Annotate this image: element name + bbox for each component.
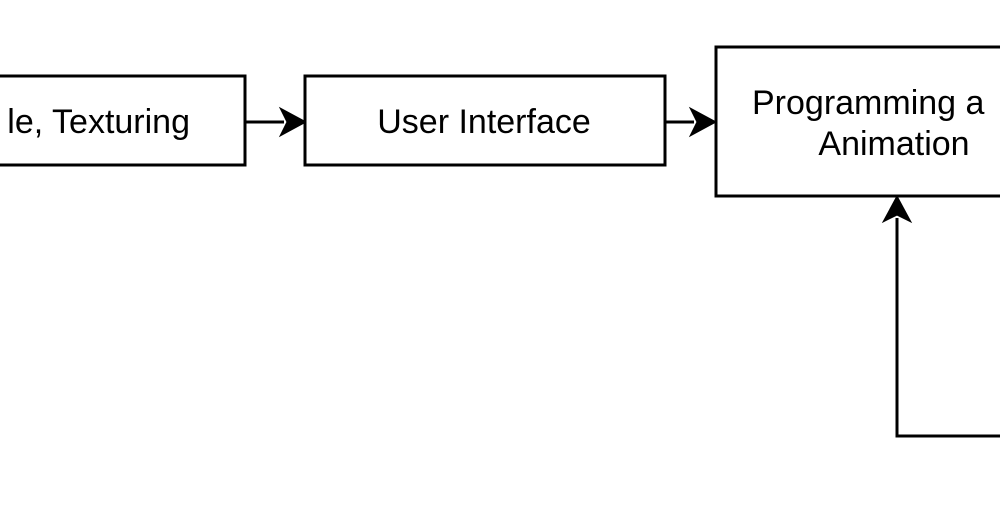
edge-texturing-to-user-interface xyxy=(245,106,308,138)
node-user-interface: User Interface xyxy=(303,74,667,167)
node-user-interface-label: User Interface xyxy=(377,103,591,141)
node-programming-label-line2: Animation xyxy=(818,125,969,163)
arrowhead-icon xyxy=(278,106,308,138)
node-programming-label-line1: Programming a xyxy=(752,84,985,122)
node-user-interface-box xyxy=(303,74,667,167)
arrowhead-icon xyxy=(688,106,718,138)
node-texturing: le, Texturing xyxy=(0,74,247,167)
edge-offscreen-to-programming xyxy=(881,194,1000,438)
node-programming-box xyxy=(714,45,1000,198)
edge-line xyxy=(895,218,1000,438)
arrowhead-icon xyxy=(881,194,913,224)
edge-user-interface-to-programming xyxy=(665,106,718,138)
node-texturing-label: le, Texturing xyxy=(7,103,190,141)
node-programming: Programming a Animation xyxy=(714,45,1000,198)
